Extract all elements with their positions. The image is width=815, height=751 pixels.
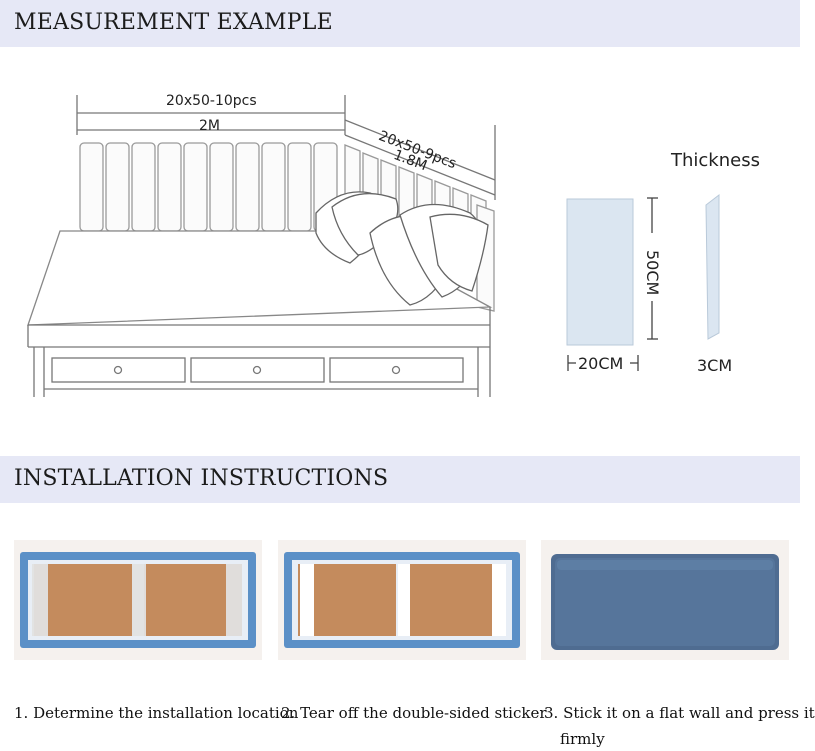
measurement-banner: MEASUREMENT EXAMPLE — [0, 0, 800, 47]
step-2-image — [278, 540, 526, 660]
measurement-title: MEASUREMENT EXAMPLE — [14, 10, 333, 35]
step-1-image — [14, 540, 262, 660]
panel-side-diagram — [705, 193, 720, 340]
width-label: 20CM — [578, 354, 624, 373]
step-3-caption-line-2: firmly — [560, 730, 605, 748]
installation-title: INSTALLATION INSTRUCTIONS — [14, 466, 389, 491]
step-3-image — [541, 540, 789, 660]
depth-label: 3CM — [697, 356, 733, 375]
height-label: 50CM — [643, 250, 662, 296]
step-1-caption: 1. Determine the installation location — [14, 704, 299, 722]
width-dimension-marker — [567, 355, 639, 371]
panel-front-diagram — [566, 197, 658, 346]
back-length-label: 2M — [199, 118, 220, 134]
back-count-label: 20x50-10pcs — [166, 93, 257, 109]
step-2-caption: 2. Tear off the double-sided sticker — [281, 704, 547, 722]
thickness-label: Thickness — [671, 150, 760, 171]
bed-diagram — [27, 95, 496, 397]
step-3-caption-line-1: 3. Stick it on a flat wall and press it — [544, 704, 815, 722]
installation-banner: INSTALLATION INSTRUCTIONS — [0, 456, 800, 503]
